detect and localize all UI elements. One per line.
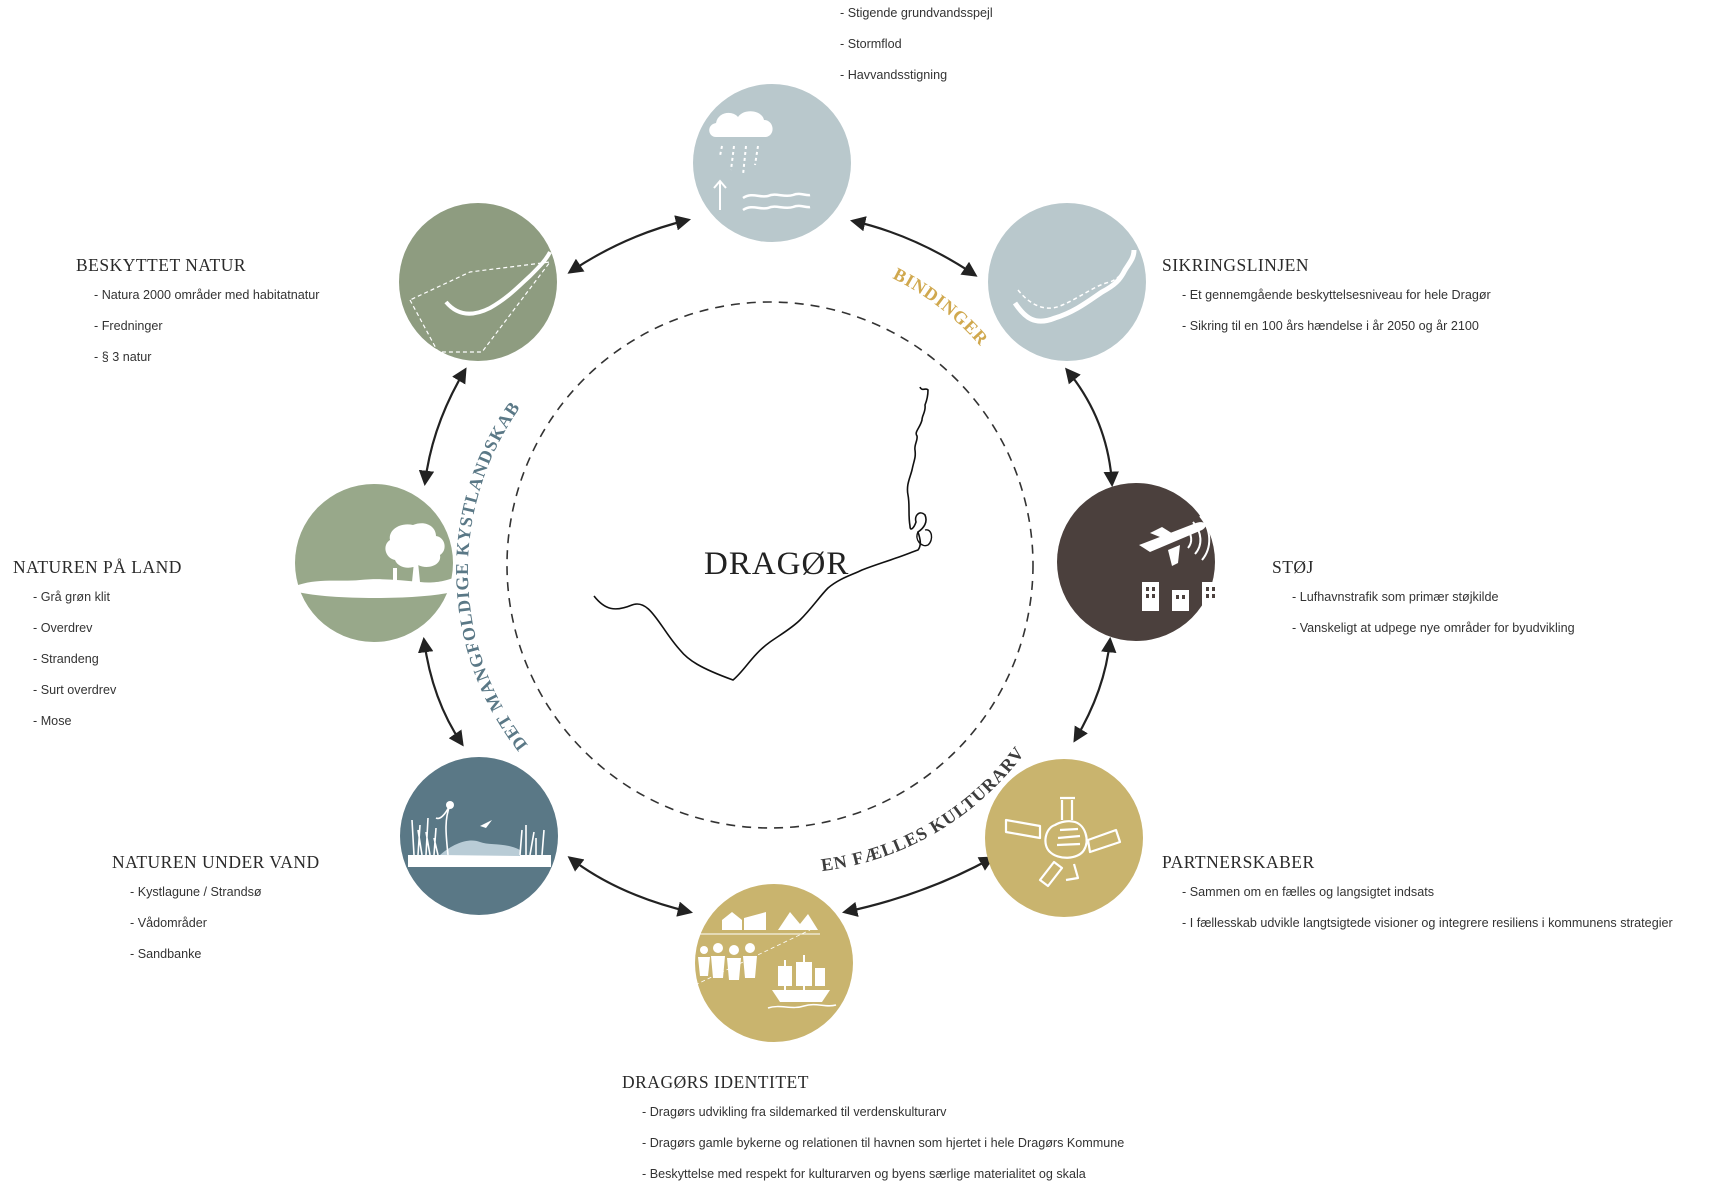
node-partner <box>985 759 1143 917</box>
arrow-beskyttet-klima <box>567 215 691 274</box>
node-land <box>295 484 453 642</box>
arrow-partner-identitet <box>841 856 995 917</box>
beskyttet-item: - Natura 2000 områder med habitatnatur <box>94 288 320 302</box>
land-item: - Grå grøn klit <box>33 590 110 604</box>
land-heading: NATUREN PÅ LAND <box>13 557 182 577</box>
node-vand <box>400 757 558 915</box>
vand-item: - Sandbanke <box>130 947 202 961</box>
reeds-water-icon <box>408 801 551 867</box>
beskyttet-label: BESKYTTET NATUR - Natura 2000 områder me… <box>76 255 319 379</box>
beskyttet-item: - § 3 natur <box>94 350 152 364</box>
beskyttet-item: - Fredninger <box>94 319 163 333</box>
arrow-stoj-partner <box>1073 636 1117 743</box>
partner-label: PARTNERSKABER - Sammen om en fælles og l… <box>1162 852 1673 945</box>
node-beskyttet <box>399 203 557 361</box>
sikring-heading: SIKRINGSLINJEN <box>1162 255 1309 275</box>
cloud-rain-water-icon <box>709 111 811 212</box>
joined-hands-icon <box>1004 796 1122 888</box>
node-klima-circle <box>693 84 851 242</box>
klima-item: - Havvandsstigning <box>840 68 948 82</box>
arrow-klima-sikring <box>849 216 978 277</box>
partner-item: - I fællesskab udvikle langtsigtede visi… <box>1182 916 1673 930</box>
klima-item: - Stigende grundvandsspejl <box>840 6 993 20</box>
arrow-land-beskyttet <box>418 367 467 487</box>
center-title: DRAGØR <box>704 546 850 582</box>
airplane-noise-icon <box>1139 515 1219 611</box>
node-stoj-circle <box>1057 483 1215 641</box>
node-sikring <box>988 203 1146 361</box>
arrow-sikring-stoj <box>1065 367 1119 488</box>
arrow-vand-land <box>417 636 464 747</box>
dragor-coastline-map <box>593 386 929 681</box>
stoj-heading: STØJ <box>1272 557 1314 577</box>
tree-landscape-icon <box>298 523 453 598</box>
sikring-item: - Sikring til en 100 års hændelse i år 2… <box>1182 319 1479 333</box>
connecting-arrows <box>417 215 1119 917</box>
arrow-identitet-vand <box>567 856 693 917</box>
arc-bindinger: BINDINGER <box>890 264 993 350</box>
land-item: - Mose <box>33 714 72 728</box>
vand-label: NATUREN UNDER VAND - Kystlagune / Strand… <box>112 852 320 976</box>
sikring-item: - Et gennemgående beskyttelsesniveau for… <box>1182 288 1491 302</box>
node-sikring-circle <box>988 203 1146 361</box>
identitet-heading: DRAGØRS IDENTITET <box>622 1072 809 1092</box>
klima-label: - Stigende grundvandsspejl - Stormflod -… <box>840 4 993 97</box>
coastline-protection-icon <box>1012 249 1137 324</box>
vand-heading: NATUREN UNDER VAND <box>112 852 320 872</box>
identitet-item: - Dragørs udvikling fra sildemarked til … <box>642 1105 947 1119</box>
arc-kystlandskab: DET MANGFOLDIGE KYSTLANDSKAB <box>452 398 531 755</box>
partner-item: - Sammen om en fælles og langsigtet inds… <box>1182 885 1434 899</box>
identitet-item: - Beskyttelse med respekt for kulturarve… <box>642 1167 1086 1181</box>
land-item: - Surt overdrev <box>33 683 117 697</box>
land-item: - Overdrev <box>33 621 93 635</box>
land-item: - Strandeng <box>33 652 99 666</box>
stoj-label: STØJ - Lufhavnstrafik som primær støjkil… <box>1272 557 1575 650</box>
identitet-item: - Dragørs gamle bykerne og relationen ti… <box>642 1136 1125 1150</box>
identitet-label: DRAGØRS IDENTITET - Dragørs udvikling fr… <box>622 1072 1124 1196</box>
vand-item: - Vådområder <box>130 916 207 930</box>
dragor-harbour-detail <box>916 529 933 547</box>
vand-item: - Kystlagune / Strandsø <box>130 885 262 899</box>
stoj-item: - Lufhavnstrafik som primær støjkilde <box>1292 590 1499 604</box>
node-land-circle <box>295 484 453 642</box>
node-klima <box>693 84 851 242</box>
node-vand-circle <box>400 757 558 915</box>
node-identitet <box>690 884 853 1042</box>
beskyttet-heading: BESKYTTET NATUR <box>76 255 247 275</box>
klima-item: - Stormflod <box>840 37 902 51</box>
sikring-label: SIKRINGSLINJEN - Et gennemgående beskytt… <box>1162 255 1491 348</box>
land-label: NATUREN PÅ LAND - Grå grøn klit - Overdr… <box>13 557 182 743</box>
protected-coast-icon <box>409 251 552 353</box>
partner-heading: PARTNERSKABER <box>1162 852 1315 872</box>
town-ships-people-icon <box>690 912 837 1009</box>
stoj-item: - Vanskeligt at udpege nye områder for b… <box>1292 621 1575 635</box>
node-stoj <box>1057 483 1219 641</box>
node-beskyttet-circle <box>399 203 557 361</box>
center-dashed-circle <box>506 301 1034 829</box>
